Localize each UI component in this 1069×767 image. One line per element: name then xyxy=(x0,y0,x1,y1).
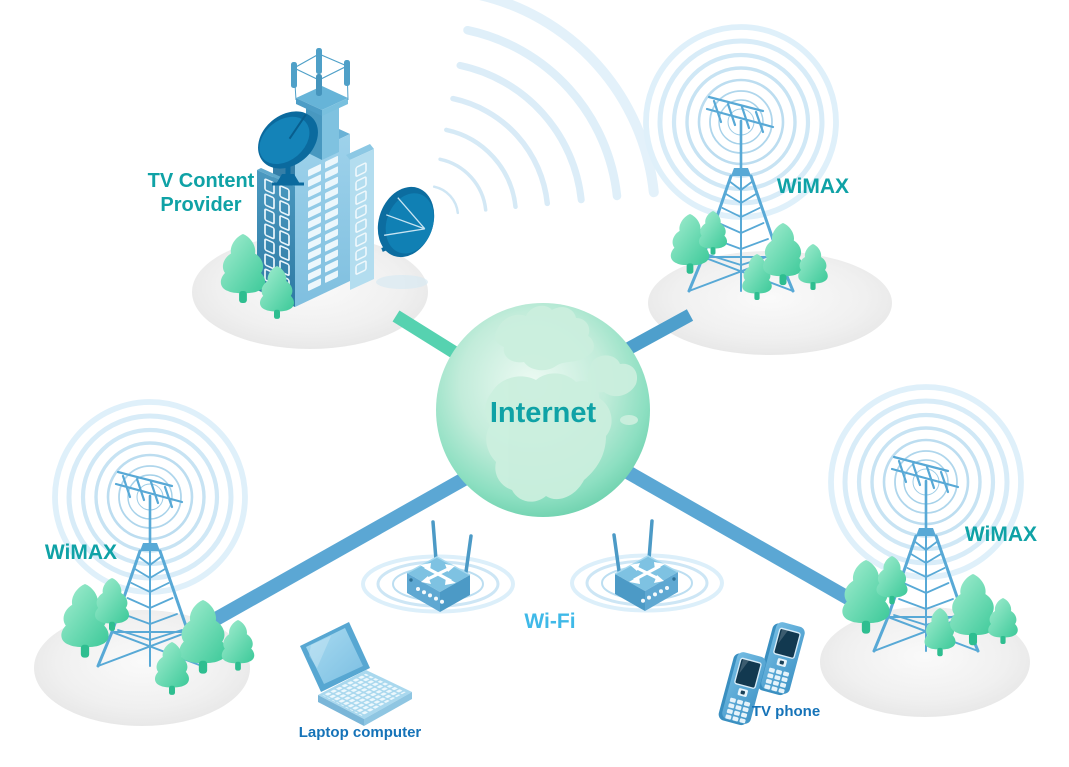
wifi-router-right[interactable] xyxy=(570,519,724,613)
satellite-dish-left-icon xyxy=(258,111,318,186)
label-tv-content-provider[interactable]: TV Content Provider xyxy=(147,170,255,216)
laptop-edge-left xyxy=(318,695,364,726)
building-annex-right-top xyxy=(346,144,374,160)
laptop-glare xyxy=(309,636,331,668)
label-laptop[interactable]: Laptop computer xyxy=(298,724,422,741)
building-windows-front xyxy=(308,156,338,291)
tv-content-provider-node[interactable] xyxy=(247,48,444,307)
label-wifi[interactable]: Wi-Fi xyxy=(524,610,576,633)
laptop-keys xyxy=(322,673,406,716)
building-windows-annex xyxy=(355,162,367,275)
link-internet-wimax-east[interactable] xyxy=(606,455,866,613)
globe-continents xyxy=(485,305,638,502)
label-tv-phone[interactable]: TV phone xyxy=(751,703,821,720)
building-annex-right-face xyxy=(350,149,374,290)
label-wimax-east[interactable]: WiMAX xyxy=(964,523,1038,546)
wifi-router-left[interactable] xyxy=(361,520,515,614)
building-right-face xyxy=(295,134,350,307)
building-left-face xyxy=(257,170,295,307)
internet-globe-node[interactable] xyxy=(436,303,650,517)
label-wimax-west[interactable]: WiMAX xyxy=(44,541,118,564)
broadcast-waves-icon xyxy=(432,0,659,215)
label-wimax-north[interactable]: WiMAX xyxy=(776,175,850,198)
link-internet-wimax-west[interactable] xyxy=(196,463,484,635)
label-internet[interactable]: Internet xyxy=(489,397,597,429)
laptop-node[interactable] xyxy=(300,622,412,726)
satellite-dish-right-icon xyxy=(376,186,435,289)
laptop-edge-right xyxy=(364,692,412,726)
laptop-display xyxy=(306,628,363,684)
platform-wimax-north xyxy=(648,251,892,355)
